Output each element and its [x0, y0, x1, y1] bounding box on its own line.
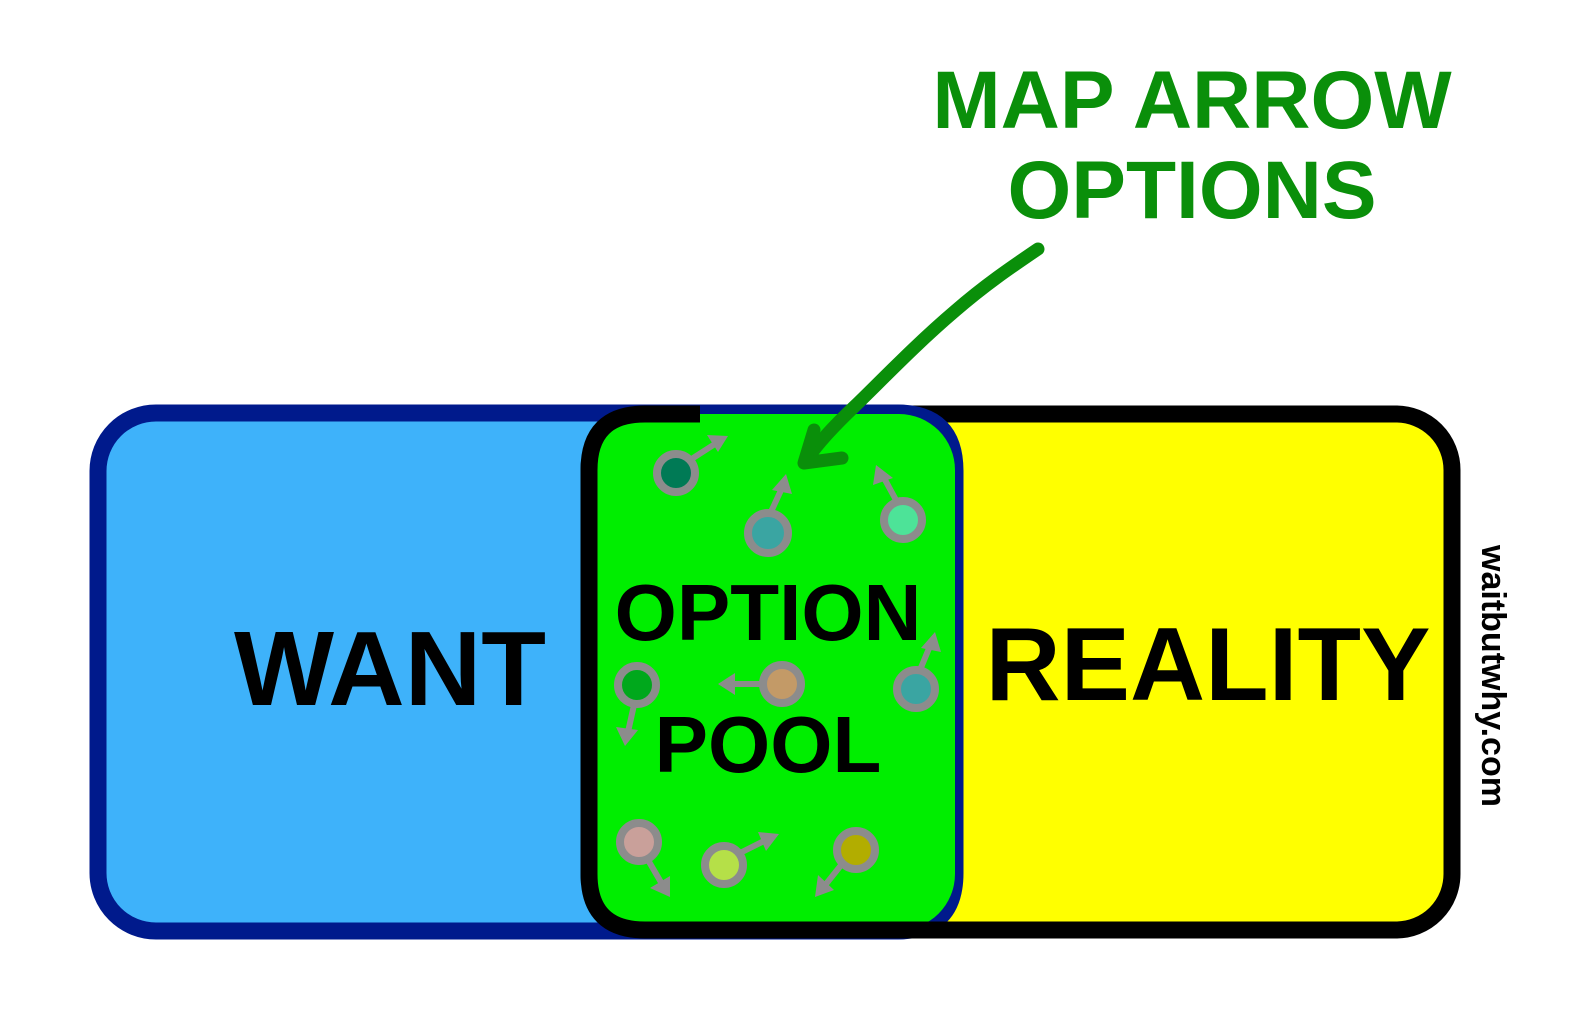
map-arrow-icon	[653, 435, 728, 496]
map-arrows	[614, 435, 941, 897]
map-arrow-icon	[718, 661, 805, 707]
map-arrow-icon	[873, 465, 926, 543]
callout-arrow	[797, 242, 1045, 470]
reality-label: REALITY	[986, 607, 1431, 723]
option-pool-label-line2: POOL	[655, 700, 882, 789]
callout-title-line2: OPTIONS	[1007, 145, 1376, 236]
map-arrow-icon	[616, 819, 670, 897]
map-arrow-icon	[701, 832, 779, 888]
map-arrow-icon	[815, 827, 879, 897]
want-label: WANT	[234, 610, 546, 728]
option-pool-border	[580, 405, 955, 939]
map-arrow-icon	[744, 474, 792, 557]
callout-title-line1: MAP ARROW	[932, 55, 1452, 146]
map-arrow-icon	[893, 632, 941, 712]
option-pool-label-line1: OPTION	[615, 568, 922, 657]
watermark: waitbutwhy.com	[1474, 544, 1512, 807]
map-arrow-icon	[614, 662, 660, 746]
